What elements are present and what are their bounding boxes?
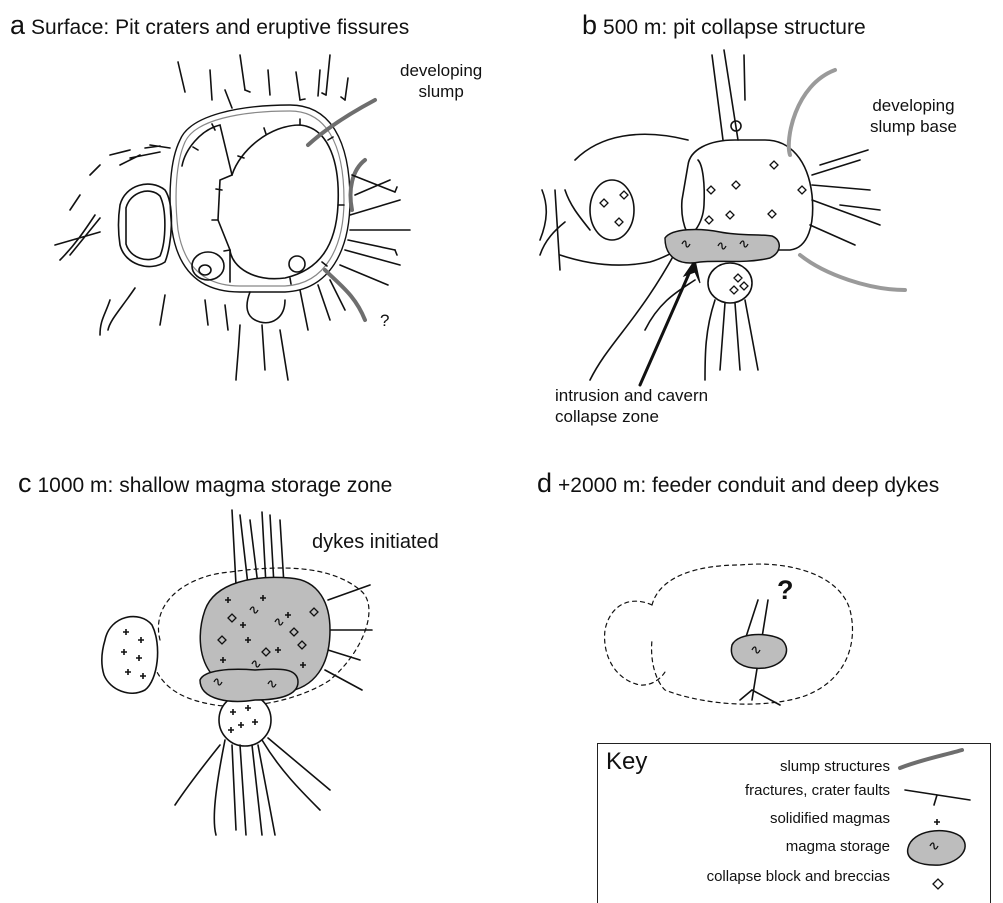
panel-a-letter: a	[10, 10, 25, 40]
key-label-fractures: fractures, crater faults	[745, 782, 890, 799]
key-label-magma: magma storage	[786, 838, 890, 855]
panel-a-slump-line1: developing	[400, 60, 482, 81]
panel-b-intrusion-line1: intrusion and cavern	[555, 385, 708, 406]
panel-c-title-text: 1000 m: shallow magma storage zone	[38, 474, 393, 497]
panel-d-title: d +2000 m: feeder conduit and deep dykes	[537, 468, 939, 499]
panel-b-title-text: 500 m: pit collapse structure	[603, 16, 866, 39]
panel-b-letter: b	[582, 10, 597, 40]
panel-d-question-mark: ?	[777, 575, 794, 606]
panel-d-sketch	[605, 564, 853, 705]
panel-a-question-mark: ?	[380, 310, 389, 331]
panel-b-intrusion-line2: collapse zone	[555, 406, 708, 427]
panel-a-sketch	[55, 55, 410, 380]
key-label-solidified: solidified magmas	[770, 810, 890, 827]
panel-c-letter: c	[18, 468, 32, 498]
panel-d-letter: d	[537, 468, 552, 498]
key-label-collapse: collapse block and breccias	[707, 868, 890, 885]
panel-a-title: a Surface: Pit craters and eruptive fissu…	[10, 10, 409, 41]
panel-c-title: c 1000 m: shallow magma storage zone	[18, 468, 392, 499]
panel-b-title: b 500 m: pit collapse structure	[582, 10, 866, 41]
panel-d-title-text: +2000 m: feeder conduit and deep dykes	[558, 474, 939, 497]
panel-a-title-text: Surface: Pit craters and eruptive fissur…	[31, 16, 409, 39]
key-label-slump: slump structures	[780, 758, 890, 775]
panel-b-intrusion-label: intrusion and cavern collapse zone	[555, 385, 708, 427]
panel-c-magma-lower	[200, 669, 298, 701]
panel-b-slump-label: developing slump base	[870, 95, 957, 137]
panel-a-slump-label: developing slump	[400, 60, 482, 102]
key-title: Key	[606, 748, 647, 776]
panel-a-slump-line2: slump	[400, 81, 482, 102]
panel-b-slump-line1: developing	[870, 95, 957, 116]
panel-b-sketch	[540, 50, 905, 385]
key-legend: Key slump structures fractures, crater f…	[597, 743, 991, 903]
panel-b-slump-line2: slump base	[870, 116, 957, 137]
panel-c-dykes-label: dykes initiated	[312, 532, 439, 553]
